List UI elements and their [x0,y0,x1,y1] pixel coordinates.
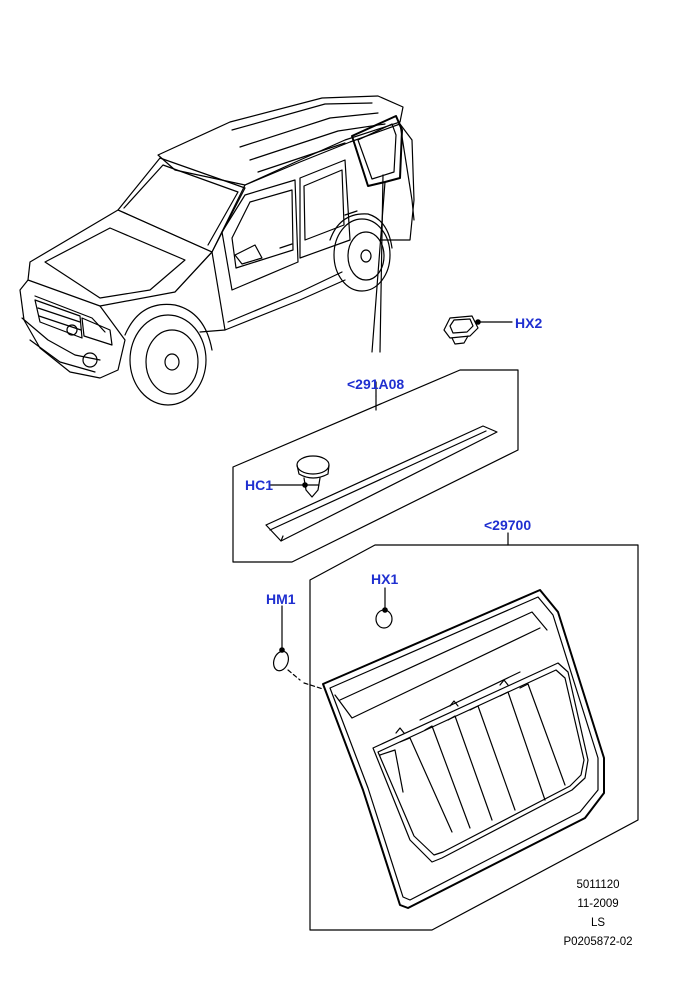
callout-29700[interactable]: <29700 [484,517,532,533]
callout-291a08[interactable]: <291A08 [347,376,405,392]
callout-hc1[interactable]: HC1 [245,477,274,493]
side-glass-panel-illustration [322,589,605,909]
clip-hx2-illustration [443,315,513,345]
diagram-code: 5011120 [576,879,620,891]
diagram-initials: LS [590,917,606,929]
callout-hx1[interactable]: HX1 [371,571,399,587]
vehicle-illustration [19,95,415,406]
grommet-hx1-illustration [375,587,393,629]
glass-group-frame [309,532,639,931]
diagram-date: 11-2009 [577,898,619,910]
moulding-group-frame [232,369,519,563]
callout-hm1[interactable]: HM1 [266,591,296,607]
diagram-reference: P0205872-02 [563,936,633,948]
callout-hx2[interactable]: HX2 [515,315,543,331]
fastener-hc1-illustration [269,455,330,498]
o-ring-hm1-illustration [272,605,324,690]
